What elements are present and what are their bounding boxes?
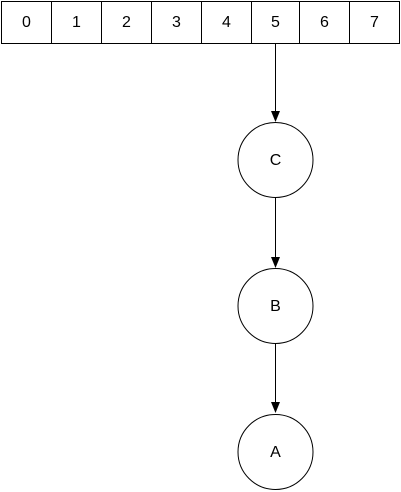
node-label: A [270,444,281,461]
bucket-box [51,1,102,44]
bucket-5: 5 [251,1,300,44]
bucket-2: 2 [101,1,152,44]
chain-nodes: C B A [237,122,314,490]
bucket-box [201,1,252,44]
bucket-index: 3 [172,14,181,31]
node-circle [237,122,314,198]
bucket-3: 3 [151,1,202,44]
node-circle [237,268,314,344]
edge-c-to-b [271,197,280,268]
node-circle [237,414,314,490]
bucket-index: 5 [271,14,280,31]
node-b: B [237,268,314,344]
bucket-box [251,1,300,44]
bucket-index: 7 [370,14,379,31]
bucket-index: 4 [222,14,231,31]
arrowhead-icon [271,402,280,413]
bucket-array: 0 1 2 3 4 5 6 7 [1,1,400,44]
bucket-4: 4 [201,1,252,44]
bucket-index: 6 [320,14,329,31]
arrowhead-icon [271,111,280,122]
arrowhead-icon [271,257,280,268]
edges [271,43,280,413]
node-a: A [237,414,314,490]
node-c: C [237,122,314,198]
bucket-box [1,1,52,44]
bucket-box [299,1,350,44]
bucket-index: 2 [122,14,131,31]
bucket-box [101,1,152,44]
bucket-6: 6 [299,1,350,44]
node-label: C [270,152,282,169]
bucket-0: 0 [1,1,52,44]
node-label: B [270,298,281,315]
bucket-box [349,1,400,44]
bucket-1: 1 [51,1,102,44]
bucket-index: 0 [22,14,31,31]
edge-bucket5-to-c [271,43,280,122]
bucket-7: 7 [349,1,400,44]
edge-b-to-a [271,343,280,413]
bucket-index: 1 [72,14,81,31]
